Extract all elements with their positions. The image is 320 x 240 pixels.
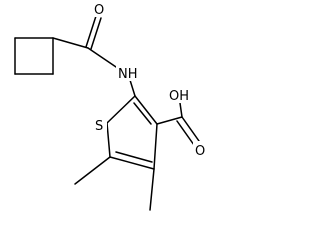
bond-nitrogen-ring [129,79,136,97]
bond-c5-c4-inner [115,151,153,163]
bond-c5-c4 [109,156,155,170]
bond-carbonyl-nitrogen [87,47,120,70]
bond-c4-c3 [153,123,158,170]
carbonyl-oxygen-label: O [94,3,104,18]
cyclobutane-ring [14,37,54,75]
bond-s-c5 [106,122,111,158]
thiophene-sulfur-bg [93,116,107,133]
bond-c3-c2-inner [133,102,152,125]
thiophene-ring [106,95,158,170]
bond-co-double-b [90,17,102,50]
amide-group [52,15,136,97]
amide-nitrogen-label: NH [118,67,138,82]
bond-c3-c2 [134,95,158,125]
molecule-structure: O NH OH O S [14,0,207,211]
amide-nitrogen-bg [116,64,142,81]
bond-c4-methyl [149,168,155,211]
acid-oxygen-bg [167,86,195,103]
methyl-groups [74,156,155,211]
carboxylic-acid-group [156,102,200,146]
acid-carbonyl-oxygen-label: O [195,144,205,159]
bond-co-double-a [85,15,97,48]
acid-oxygen-label: OH [169,89,189,104]
bond-c5-methyl [74,156,111,185]
bond-acid-double-a [181,116,200,142]
bond-cb-carbonyl [52,37,89,49]
carbonyl-oxygen-bg [92,0,106,17]
bond-acid-oh [179,102,183,118]
acid-carbonyl-oxygen-bg [193,141,207,158]
bond-acid-double-b [176,120,195,146]
thiophene-sulfur-label: S [95,119,103,134]
bond-c2-s [106,95,136,124]
bond-c3-acid-carbon [156,116,183,125]
